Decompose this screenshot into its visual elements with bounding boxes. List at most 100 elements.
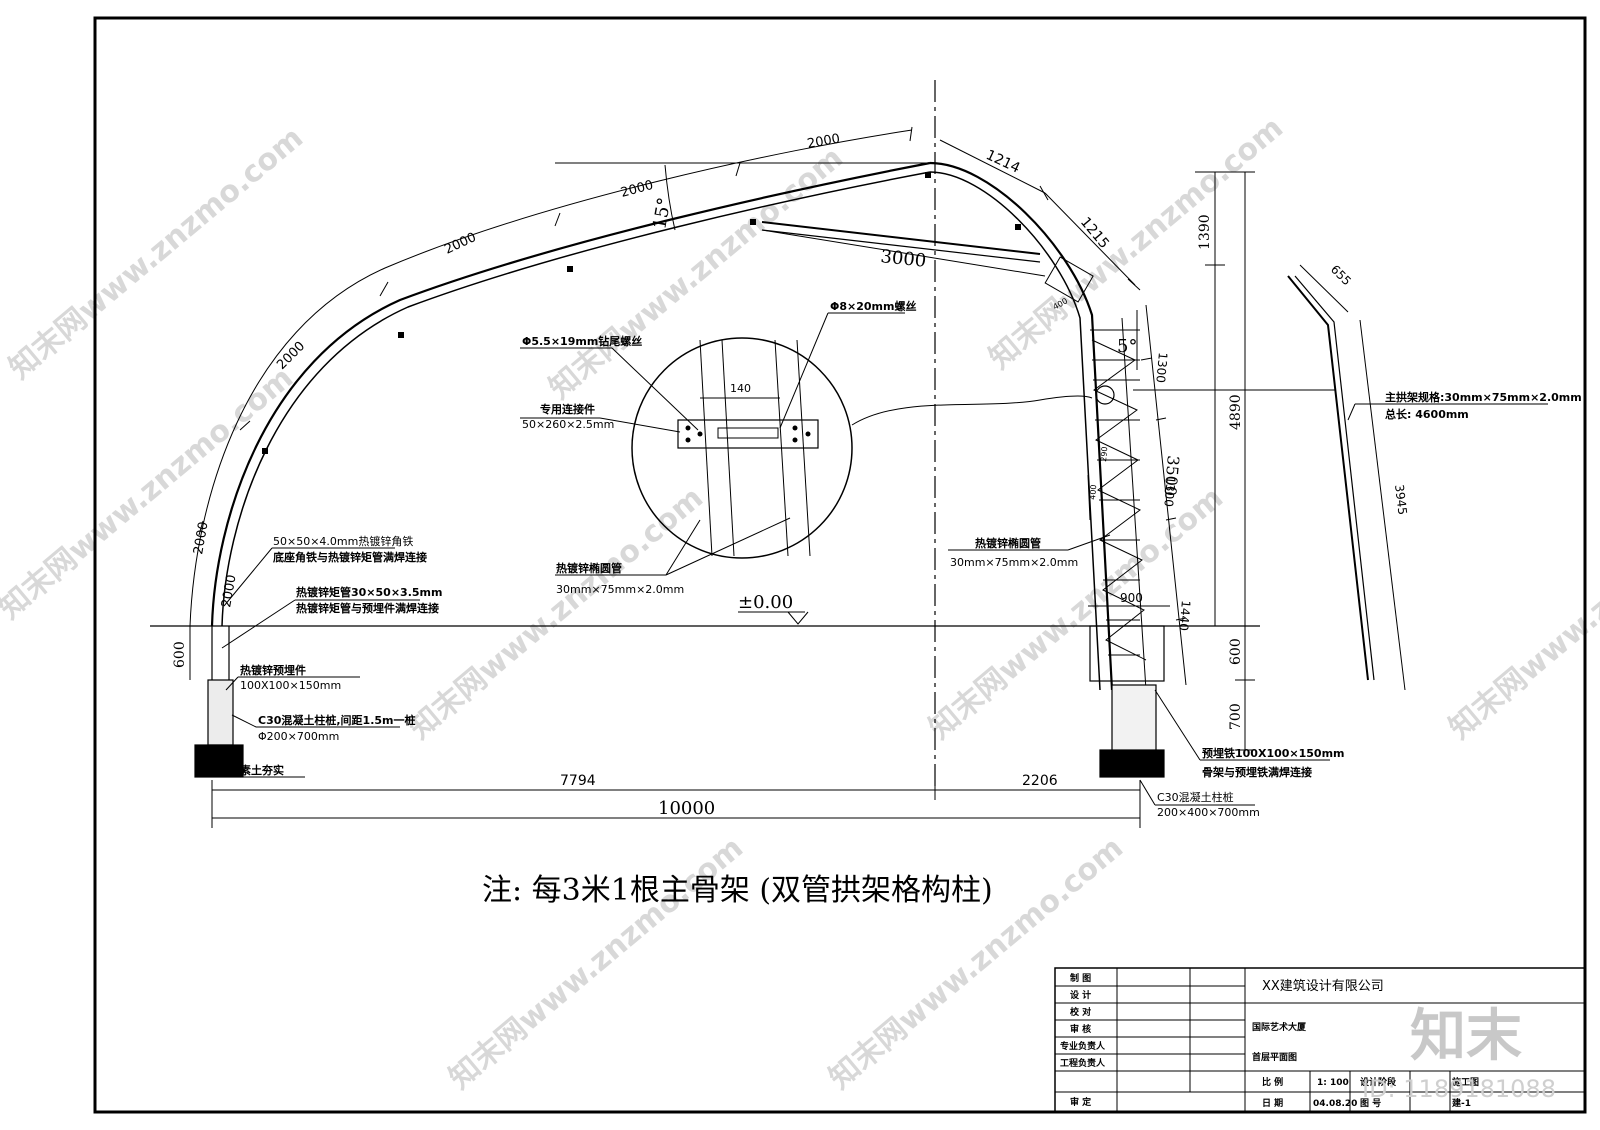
scale-label: 比 例 bbox=[1262, 1076, 1283, 1088]
right-embed-label: 预埋铁100X100×150mm bbox=[1202, 746, 1345, 760]
detail-bolt-label: Φ8×20mm螺丝 bbox=[830, 299, 916, 313]
detail-callout: 140 bbox=[631, 337, 1093, 559]
rect-tube-label: 热镀锌矩管30×50×3.5mm bbox=[296, 585, 442, 599]
dim-4890: 4890 bbox=[1228, 394, 1244, 430]
watermark-brand: 知末 bbox=[1410, 1004, 1522, 1069]
right-leaders bbox=[948, 389, 1548, 806]
dim-10000: 10000 bbox=[658, 798, 715, 819]
title-row: 专业负责人 bbox=[1060, 1040, 1106, 1052]
dim-700: 700 bbox=[1228, 703, 1244, 730]
detail-leaders bbox=[520, 312, 905, 576]
dim-3945: 3945 bbox=[1392, 484, 1410, 516]
watermark-text: 知末网www.znzmo.com bbox=[543, 140, 850, 406]
right-pile-size: 200×400×700mm bbox=[1157, 806, 1260, 819]
vertical-dims bbox=[1195, 171, 1255, 751]
rect-tube-note: 热镀锌矩管与预埋件满焊连接 bbox=[296, 601, 439, 615]
main-arch bbox=[210, 161, 1114, 691]
number-value: 建-1 bbox=[1452, 1097, 1471, 1109]
detail-connector-size: 50×260×2.5mm bbox=[522, 418, 614, 431]
angle-arc bbox=[664, 164, 676, 231]
arc-dimension bbox=[189, 126, 913, 627]
title-row: 校 对 bbox=[1070, 1006, 1091, 1018]
dim-7794: 7794 bbox=[560, 773, 596, 789]
dim-655: 655 bbox=[1328, 262, 1354, 288]
column-side-dims bbox=[1140, 304, 1187, 686]
dim-600-left: 600 bbox=[172, 641, 188, 668]
brace-length: 3000 bbox=[879, 246, 927, 272]
angle-top: 15° bbox=[649, 196, 675, 231]
date-label: 日 期 bbox=[1262, 1097, 1283, 1109]
pile-size: Φ200×700mm bbox=[258, 730, 339, 743]
embed-label: 热镀锌预埋件 bbox=[240, 663, 306, 677]
left-foundation bbox=[194, 626, 244, 778]
left-leaders bbox=[221, 547, 420, 778]
date-value: 04.08.20 bbox=[1313, 1099, 1357, 1109]
angle-side: 5° bbox=[1117, 336, 1137, 357]
brace bbox=[761, 221, 1046, 277]
dim-1300-b: 1300 bbox=[1161, 476, 1178, 508]
title-row: 工程负责人 bbox=[1060, 1057, 1106, 1069]
watermark-text: 知末网www.znzmo.com bbox=[3, 120, 310, 386]
rib-length-label: 总长: 4600mm bbox=[1385, 407, 1469, 421]
drawing-border bbox=[93, 16, 1587, 1114]
watermark-text: 知末网www.znzmo.com bbox=[1443, 480, 1600, 746]
embed-size: 100X100×150mm bbox=[240, 679, 341, 692]
watermark-id: ID: 1189181088 bbox=[1362, 1075, 1556, 1103]
watermark-text: 知末网www.znzmo.com bbox=[403, 480, 710, 746]
right-foundation bbox=[1089, 625, 1165, 778]
detail-connector-label: 专用连接件 bbox=[540, 402, 595, 416]
lattice-column bbox=[1044, 256, 1147, 691]
title-row: 制 图 bbox=[1070, 972, 1091, 984]
column-node bbox=[1095, 385, 1115, 405]
standalone-rib bbox=[1287, 264, 1406, 691]
dim-400-b: 400 bbox=[1088, 484, 1098, 500]
project-name: 国际艺术大厦 bbox=[1252, 1021, 1307, 1033]
watermark-text: 知末网www.znzmo.com bbox=[0, 360, 300, 626]
stage-value: 施工图 bbox=[1452, 1076, 1479, 1088]
number-label: 图 号 bbox=[1360, 1098, 1381, 1109]
soil-label: 素土夯实 bbox=[240, 763, 284, 777]
arc-label: 2000 bbox=[806, 131, 841, 152]
right-embed-note: 骨架与预埋铁满焊连接 bbox=[1202, 765, 1312, 779]
detail-screw-label: Φ5.5×19mm钻尾螺丝 bbox=[522, 334, 642, 348]
arc-label: 2000 bbox=[442, 230, 478, 258]
title-row: 审 定 bbox=[1070, 1096, 1092, 1108]
arc-label: 2000 bbox=[219, 573, 240, 608]
title-row: 审 核 bbox=[1070, 1023, 1091, 1035]
dim-1390: 1390 bbox=[1197, 214, 1213, 250]
watermark-text: 知末网www.znzmo.com bbox=[823, 830, 1130, 1096]
elevation-label: ±0.00 bbox=[738, 592, 793, 613]
stage-label: 设计阶段 bbox=[1360, 1076, 1397, 1088]
arch-connectors bbox=[262, 172, 1021, 454]
sheet-name: 首层平面图 bbox=[1252, 1051, 1297, 1063]
dim-400-line bbox=[1087, 474, 1091, 521]
company-name: XX建筑设计有限公司 bbox=[1262, 978, 1384, 994]
dim-600-right: 600 bbox=[1228, 638, 1244, 665]
pile-label: C30混凝土柱桩,间距1.5m一桩 bbox=[258, 713, 416, 727]
dim-1440: 1440 bbox=[1176, 600, 1193, 632]
arc-label: 2000 bbox=[619, 178, 655, 201]
detail-tube-size: 30mm×75mm×2.0mm bbox=[556, 583, 684, 596]
dim-900: 900 bbox=[1120, 591, 1143, 605]
watermark-text: 知末网www.znzmo.com bbox=[443, 830, 750, 1096]
bottom-dims bbox=[211, 780, 1141, 828]
rib-spec-label: 主拱架规格:30mm×75mm×2.0mm bbox=[1385, 390, 1582, 404]
arc-label: 2000 bbox=[191, 520, 212, 555]
dim-1300-a: 1300 bbox=[1153, 352, 1170, 384]
dim-290: 290 bbox=[1099, 446, 1109, 462]
title-row: 设 计 bbox=[1070, 989, 1091, 1001]
drawing-note: 注: 每3米1根主骨架 (双管拱架格构柱) bbox=[482, 873, 993, 908]
right-tube-size: 30mm×75mm×2.0mm bbox=[950, 556, 1078, 569]
right-pile-label: C30混凝土柱桩 bbox=[1157, 790, 1234, 804]
right-tube-label: 热镀锌椭圆管 bbox=[975, 536, 1041, 550]
top-right-dims bbox=[939, 139, 1141, 291]
detail-tube-label: 热镀锌椭圆管 bbox=[556, 561, 622, 575]
arc-label: 2000 bbox=[274, 339, 308, 373]
angle-iron-label: 50×50×4.0mm热镀锌角铁 bbox=[273, 534, 413, 548]
scale-value: 1: 100 bbox=[1317, 1078, 1349, 1088]
dim-3500: 3500 bbox=[1160, 455, 1182, 497]
elevation-marker: ±0.00 bbox=[738, 592, 809, 625]
title-block bbox=[1054, 967, 1586, 1113]
angle-iron-note: 底座角铁与热镀锌矩管满焊连接 bbox=[273, 550, 427, 564]
detail-spacing: 140 bbox=[730, 382, 751, 395]
